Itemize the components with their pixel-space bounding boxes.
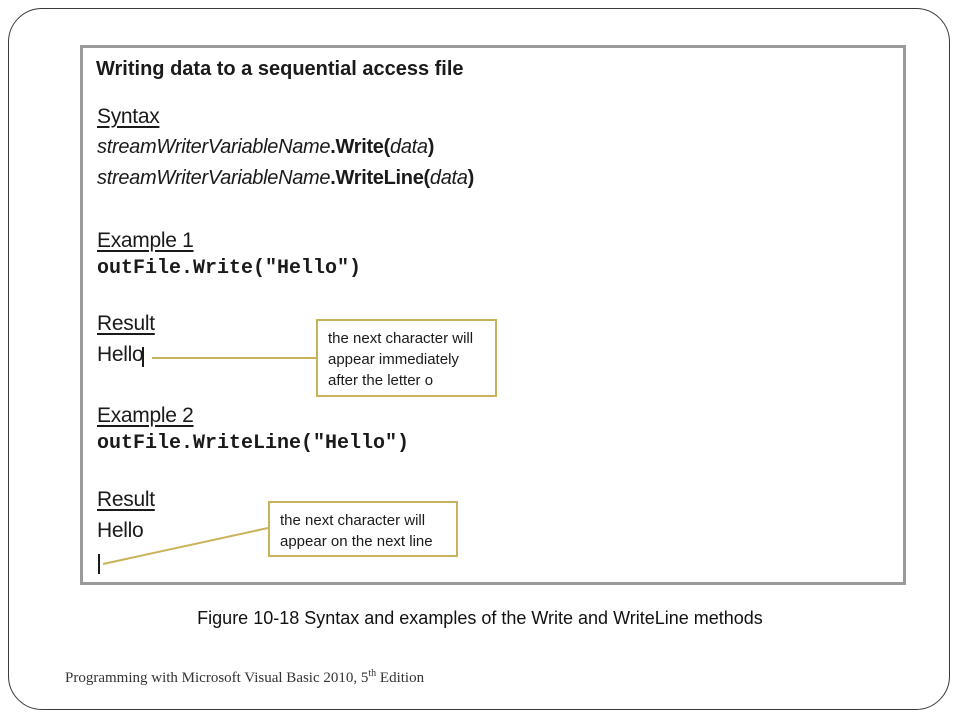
text-cursor <box>142 347 144 367</box>
footer-text: Programming with Microsoft Visual Basic … <box>65 668 425 687</box>
callout-line: appear immediately <box>328 351 459 368</box>
footer-title: Programming with Microsoft Visual Basic … <box>65 670 369 686</box>
syntax-variable: streamWriterVariableName <box>97 167 331 189</box>
syntax-close: ) <box>467 167 475 189</box>
callout-line: appear on the next line <box>280 533 433 550</box>
example1-label: Example 1 <box>97 229 194 252</box>
callout-line: the next character will <box>280 512 426 529</box>
callout-example1: the next character will appear immediate… <box>316 319 497 397</box>
syntax-variable: streamWriterVariableName <box>97 136 331 158</box>
callout-line: after the letter o <box>328 372 434 389</box>
footer-superscript: th <box>368 668 377 679</box>
syntax-method: .WriteLine( <box>330 167 430 189</box>
figure-box <box>80 45 906 585</box>
example2-label: Example 2 <box>97 404 194 427</box>
figure-caption: Figure 10-18 Syntax and examples of the … <box>197 608 763 628</box>
syntax-line-writeline: streamWriterVariableName.WriteLine(data) <box>97 167 474 190</box>
example2-result-label: Result <box>97 488 155 511</box>
syntax-close: ) <box>427 136 435 158</box>
example1-result-text: Hello <box>97 343 144 366</box>
text-cursor <box>98 554 100 574</box>
syntax-arg: data <box>429 167 468 189</box>
example2-result-text: Hello <box>97 519 144 542</box>
syntax-line-write: streamWriterVariableName.Write(data) <box>97 136 434 159</box>
syntax-arg: data <box>390 136 428 158</box>
syntax-method: .Write( <box>330 136 390 158</box>
example1-result-label: Result <box>97 312 155 335</box>
callout-example2: the next character will appear on the ne… <box>268 501 458 557</box>
footer-suffix: Edition <box>376 670 425 686</box>
callout-line: the next character will <box>328 330 474 347</box>
figure-heading: Writing data to a sequential access file <box>96 58 464 80</box>
example1-code: outFile.Write("Hello") <box>97 257 362 280</box>
syntax-label: Syntax <box>97 105 160 128</box>
example2-code: outFile.WriteLine("Hello") <box>97 432 410 455</box>
